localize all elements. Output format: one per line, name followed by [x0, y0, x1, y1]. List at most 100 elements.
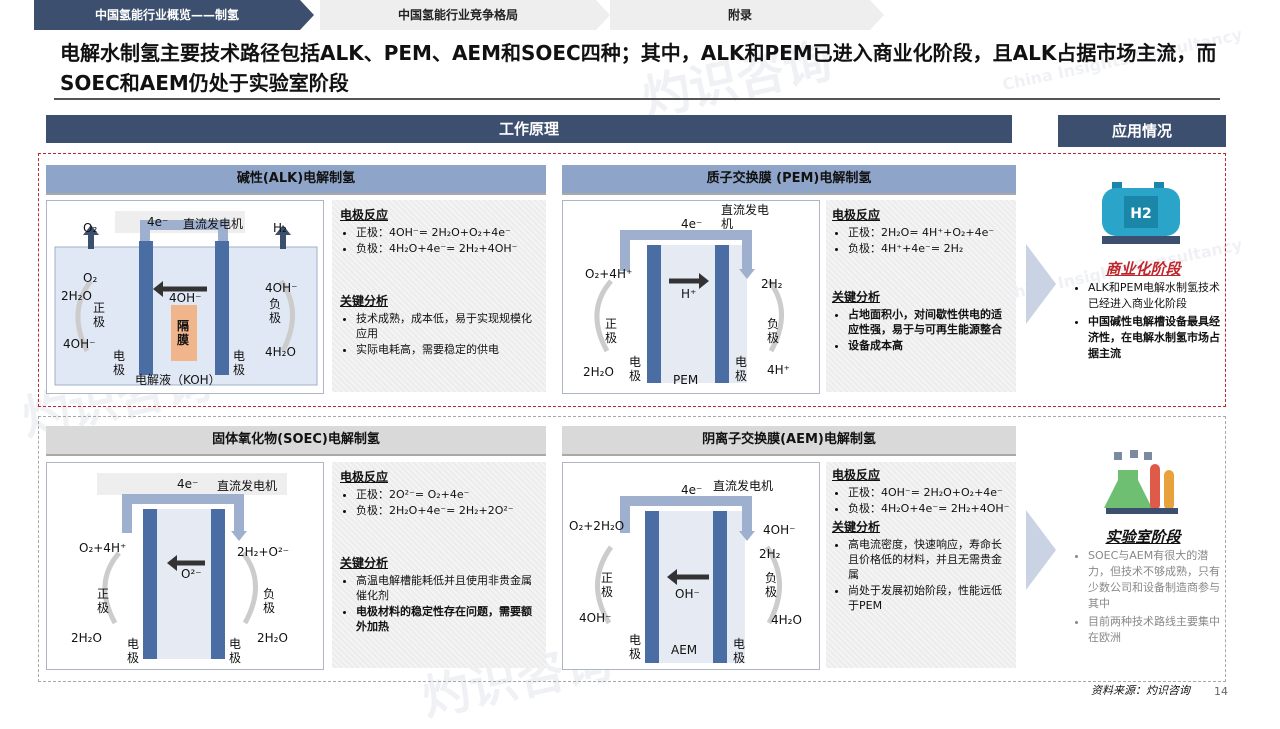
- tab-competition[interactable]: 中国氢能行业竞争格局: [320, 0, 610, 30]
- pem-notes: 电极反应 正极：2H₂O= 4H⁺+O₂+4e⁻ 负极：4H⁺+4e⁻= 2H₂…: [826, 200, 1016, 392]
- soec-anode-label: 正极: [97, 587, 110, 615]
- soec-analysis-2: 电极材料的稳定性存在问题，需要额外加热: [356, 604, 538, 634]
- alk-electrode-left: 电极: [113, 349, 126, 377]
- alk-cathode-label: 负极: [269, 297, 282, 325]
- aem-reaction-heading: 电极反应: [832, 468, 881, 482]
- soec-right-top: 2H₂+O²⁻: [237, 545, 290, 559]
- aem-analysis-2: 尚处于发展初始阶段，性能远低于PEM: [848, 583, 1010, 613]
- soec-reaction-heading: 电极反应: [340, 470, 389, 484]
- soec-notes: 电极反应 正极：2O²⁻= O₂+4e⁻ 负极：2H₂O+4e⁻= 2H₂+2O…: [332, 462, 546, 668]
- soec-electrode-right: 电极: [229, 637, 242, 665]
- commercial-point-2: 中国碱性电解槽设备最具经济性，在电解水制氢市场占据主流: [1088, 314, 1220, 362]
- soec-cathode-label: 负极: [263, 587, 276, 615]
- aem-reaction-anode: 正极：4OH⁻= 2H₂O+O₂+4e⁻: [848, 485, 1010, 500]
- pem-electron-label: 4e⁻: [681, 217, 703, 231]
- aem-diagram: 4e⁻ 直流发电机 O₂+2H₂O 4OH⁻ OH⁻ 4OH⁻ 2H₂ 4H₂O…: [562, 462, 820, 670]
- pem-diagram: 4e⁻ 直流发电机 O₂+4H⁺ 2H₂O H⁺ 2H₂ 4H⁺ 正极 负极 电…: [562, 200, 820, 394]
- principle-header: 工作原理: [46, 115, 1012, 143]
- aem-right-bot: 4H₂O: [771, 613, 802, 627]
- pem-electrode-left: 电极: [629, 355, 642, 383]
- alk-analysis-heading: 关键分析: [340, 294, 389, 308]
- aem-left-top: O₂+2H₂O: [569, 519, 625, 533]
- soec-center-o: O²⁻: [181, 567, 202, 581]
- aem-cell-svg: [595, 496, 782, 663]
- alk-o2-out: O₂: [83, 221, 98, 235]
- soec-reaction-cathode: 负极：2H₂O+4e⁻= 2H₂+2O²⁻: [356, 503, 538, 518]
- aem-anode-label: 正极: [601, 571, 614, 599]
- alk-h2-out: H₂: [273, 221, 287, 235]
- alk-analysis-2: 实际电耗高，需要稳定的供电: [356, 342, 538, 357]
- aem-left-bot: 4OH⁻: [579, 611, 612, 625]
- alk-reaction-anode: 正极：4OH⁻= 2H₂O+O₂+4e⁻: [356, 225, 538, 240]
- alk-left-oh: 4OH⁻: [63, 337, 96, 351]
- alk-electrolyte-label: 电解液（KOH）: [135, 373, 221, 387]
- soec-electrode-left: 电极: [127, 637, 140, 665]
- soec-left-top: O₂+4H⁺: [79, 541, 127, 555]
- commercial-point-1: ALK和PEM电解水制氢技术已经进入商业化阶段: [1088, 280, 1220, 312]
- soec-diagram: 4e⁻ 直流发电机 O₂+4H⁺ 2H₂O O²⁻ 2H₂+O²⁻ 2H₂O 正…: [46, 462, 324, 670]
- pem-power-label: 直流发电机: [721, 203, 770, 231]
- soec-reaction-anode: 正极：2O²⁻= O₂+4e⁻: [356, 487, 538, 502]
- alk-cell-svg: [54, 211, 318, 386]
- pem-electrode-right: 电极: [735, 355, 748, 383]
- pem-reaction-cathode: 负极：4H⁺+4e⁻= 2H₂: [848, 241, 1010, 256]
- soec-analysis-heading: 关键分析: [340, 556, 389, 570]
- alk-anode-label: 正极: [93, 301, 106, 329]
- aem-header: 阴离子交换膜(AEM)电解制氢: [562, 426, 1016, 456]
- alk-analysis-1: 技术成熟，成本低，易于实现规模化应用: [356, 311, 538, 341]
- hydrogen-tank-icon: H2: [1102, 182, 1180, 244]
- lab-points: SOEC与AEM有很大的潜力，但技术不够成熟，只有少数公司和设备制造商参与其中 …: [1074, 548, 1220, 646]
- aem-right-top: 4OH⁻: [763, 523, 796, 537]
- commercial-points: ALK和PEM电解水制氢技术已经进入商业化阶段 中国碱性电解槽设备最具经济性，在…: [1074, 280, 1220, 362]
- aem-center-oh: OH⁻: [675, 587, 700, 601]
- aem-power-label: 直流发电机: [713, 479, 774, 493]
- aem-electrode-left: 电极: [629, 633, 642, 661]
- soec-left-bot: 2H₂O: [71, 631, 102, 645]
- alk-right-oh: 4OH⁻: [265, 281, 298, 295]
- pem-cathode-label: 负极: [767, 317, 780, 345]
- soec-analysis-1: 高温电解槽能耗低并且使用非贵金属催化剂: [356, 573, 538, 603]
- soec-electron-label: 4e⁻: [177, 477, 199, 491]
- alk-center-oh: 4OH⁻: [169, 291, 202, 305]
- laboratory-flask-icon: [1104, 450, 1178, 514]
- alk-left-h2o: 2H₂O: [61, 289, 92, 303]
- aem-electron-label: 4e⁻: [681, 483, 703, 497]
- pem-left-bot: 2H₂O: [583, 365, 614, 379]
- tab-hydrogen-overview[interactable]: 中国氢能行业概览——制氢: [34, 0, 314, 30]
- pem-analysis-heading: 关键分析: [832, 290, 881, 304]
- alk-right-h2o: 4H₂O: [265, 345, 296, 359]
- aem-right-mid: 2H₂: [759, 547, 781, 561]
- pem-reaction-anode: 正极：2H₂O= 4H⁺+O₂+4e⁻: [848, 225, 1010, 240]
- pem-center-h: H⁺: [681, 287, 697, 301]
- lab-stage-title: 实验室阶段: [1105, 528, 1181, 546]
- alk-reaction-heading: 电极反应: [340, 208, 389, 222]
- aem-analysis-1: 高电流密度，快速响应，寿命长且价格低的材料，并且无需贵金属: [848, 537, 1010, 582]
- pem-membrane-label: PEM: [673, 373, 699, 387]
- alk-electrode-right: 电极: [233, 349, 246, 377]
- lab-arrow-icon: [1026, 510, 1056, 590]
- pem-analysis-1: 占地面积小，对间歇性供电的适应性强，易于与可再生能源整合: [848, 307, 1010, 337]
- pem-right-bot: 4H⁺: [767, 363, 790, 377]
- aem-reaction-cathode: 负极：4H₂O+4e⁻= 2H₂+4OH⁻: [848, 501, 1010, 516]
- source-note: 资料来源：灼识咨询: [1091, 684, 1190, 697]
- aem-electrode-right: 电极: [733, 637, 746, 665]
- commercial-stage-title: 商业化阶段: [1105, 260, 1181, 278]
- alk-left-o2: O₂: [83, 271, 98, 285]
- pem-header: 质子交换膜 (PEM)电解制氢: [562, 165, 1016, 195]
- aem-analysis-heading: 关键分析: [832, 520, 881, 534]
- soec-header: 固体氧化物(SOEC)电解制氢: [46, 426, 546, 456]
- aem-membrane-label: AEM: [671, 643, 698, 657]
- alk-power-label: 直流发电机: [183, 217, 244, 231]
- commercial-arrow-icon: [1026, 244, 1056, 324]
- alk-reaction-cathode: 负极：4H₂O+4e⁻= 2H₂+4OH⁻: [356, 241, 538, 256]
- soec-right-bot: 2H₂O: [257, 631, 288, 645]
- page-number: 14: [1214, 685, 1228, 698]
- alk-electron-label: 4e⁻: [147, 215, 169, 229]
- page-title: 电解水制氢主要技术路径包括ALK、PEM、AEM和SOEC四种；其中，ALK和P…: [60, 41, 1217, 95]
- pem-reaction-heading: 电极反应: [832, 208, 881, 222]
- commercial-group-box: [38, 153, 1226, 407]
- tab-appendix[interactable]: 附录: [610, 0, 884, 30]
- pem-cell-svg: [594, 230, 784, 383]
- soec-power-label: 直流发电机: [217, 479, 278, 493]
- aem-cathode-label: 负极: [765, 571, 778, 599]
